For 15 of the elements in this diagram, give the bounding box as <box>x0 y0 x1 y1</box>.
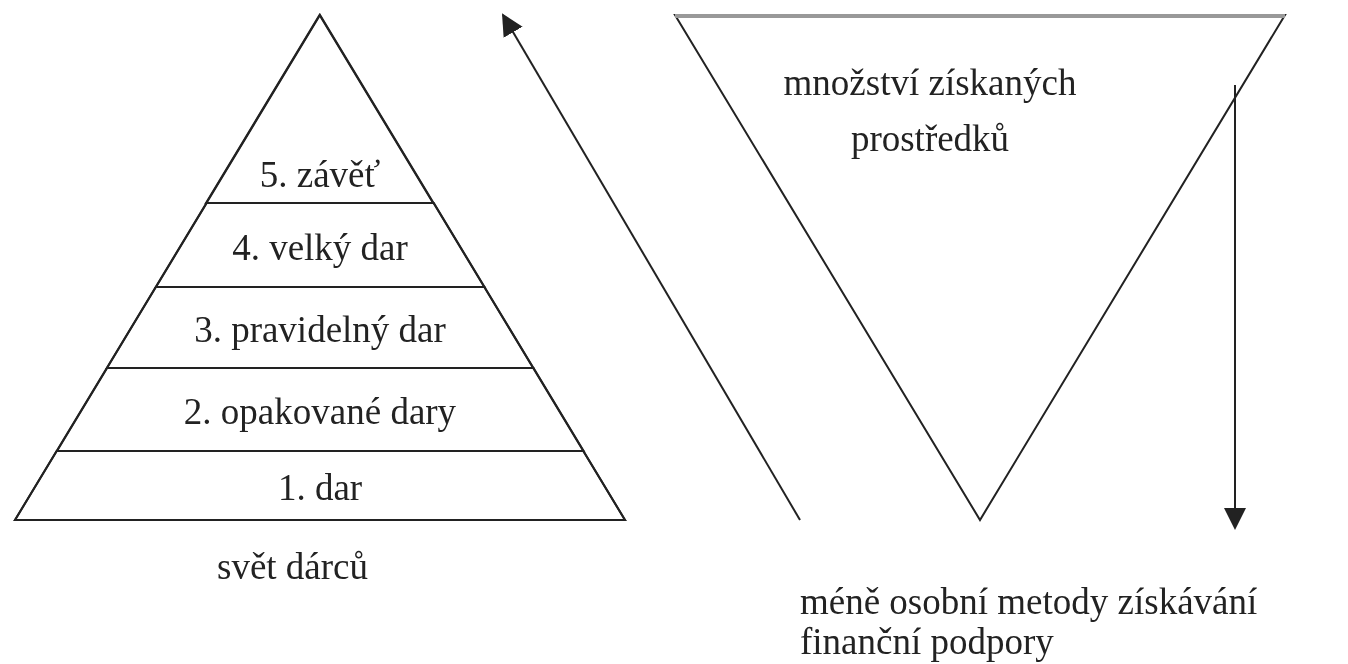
inverted-triangle <box>675 15 1285 520</box>
level-label: 1. dar <box>276 469 364 506</box>
pyramid-level <box>56 368 584 451</box>
level-label: 5. závěť <box>258 156 382 193</box>
pyramid-caption: svět dárců <box>217 548 369 585</box>
level-label: 4. velký dar <box>231 228 409 266</box>
pyramid-level <box>106 287 534 368</box>
note-text: méně osobní metody získávání finanční podpory <box>800 582 1259 662</box>
pyramid <box>15 15 625 520</box>
pyramid-level <box>155 203 485 287</box>
triangle-label: množství získaných prostředků <box>782 61 1078 161</box>
level-label: 2. opakované dary <box>182 393 458 430</box>
pyramid-level <box>15 451 625 520</box>
level-label: 3. pravidelný dar <box>193 311 447 348</box>
pyramid-level <box>206 15 434 203</box>
